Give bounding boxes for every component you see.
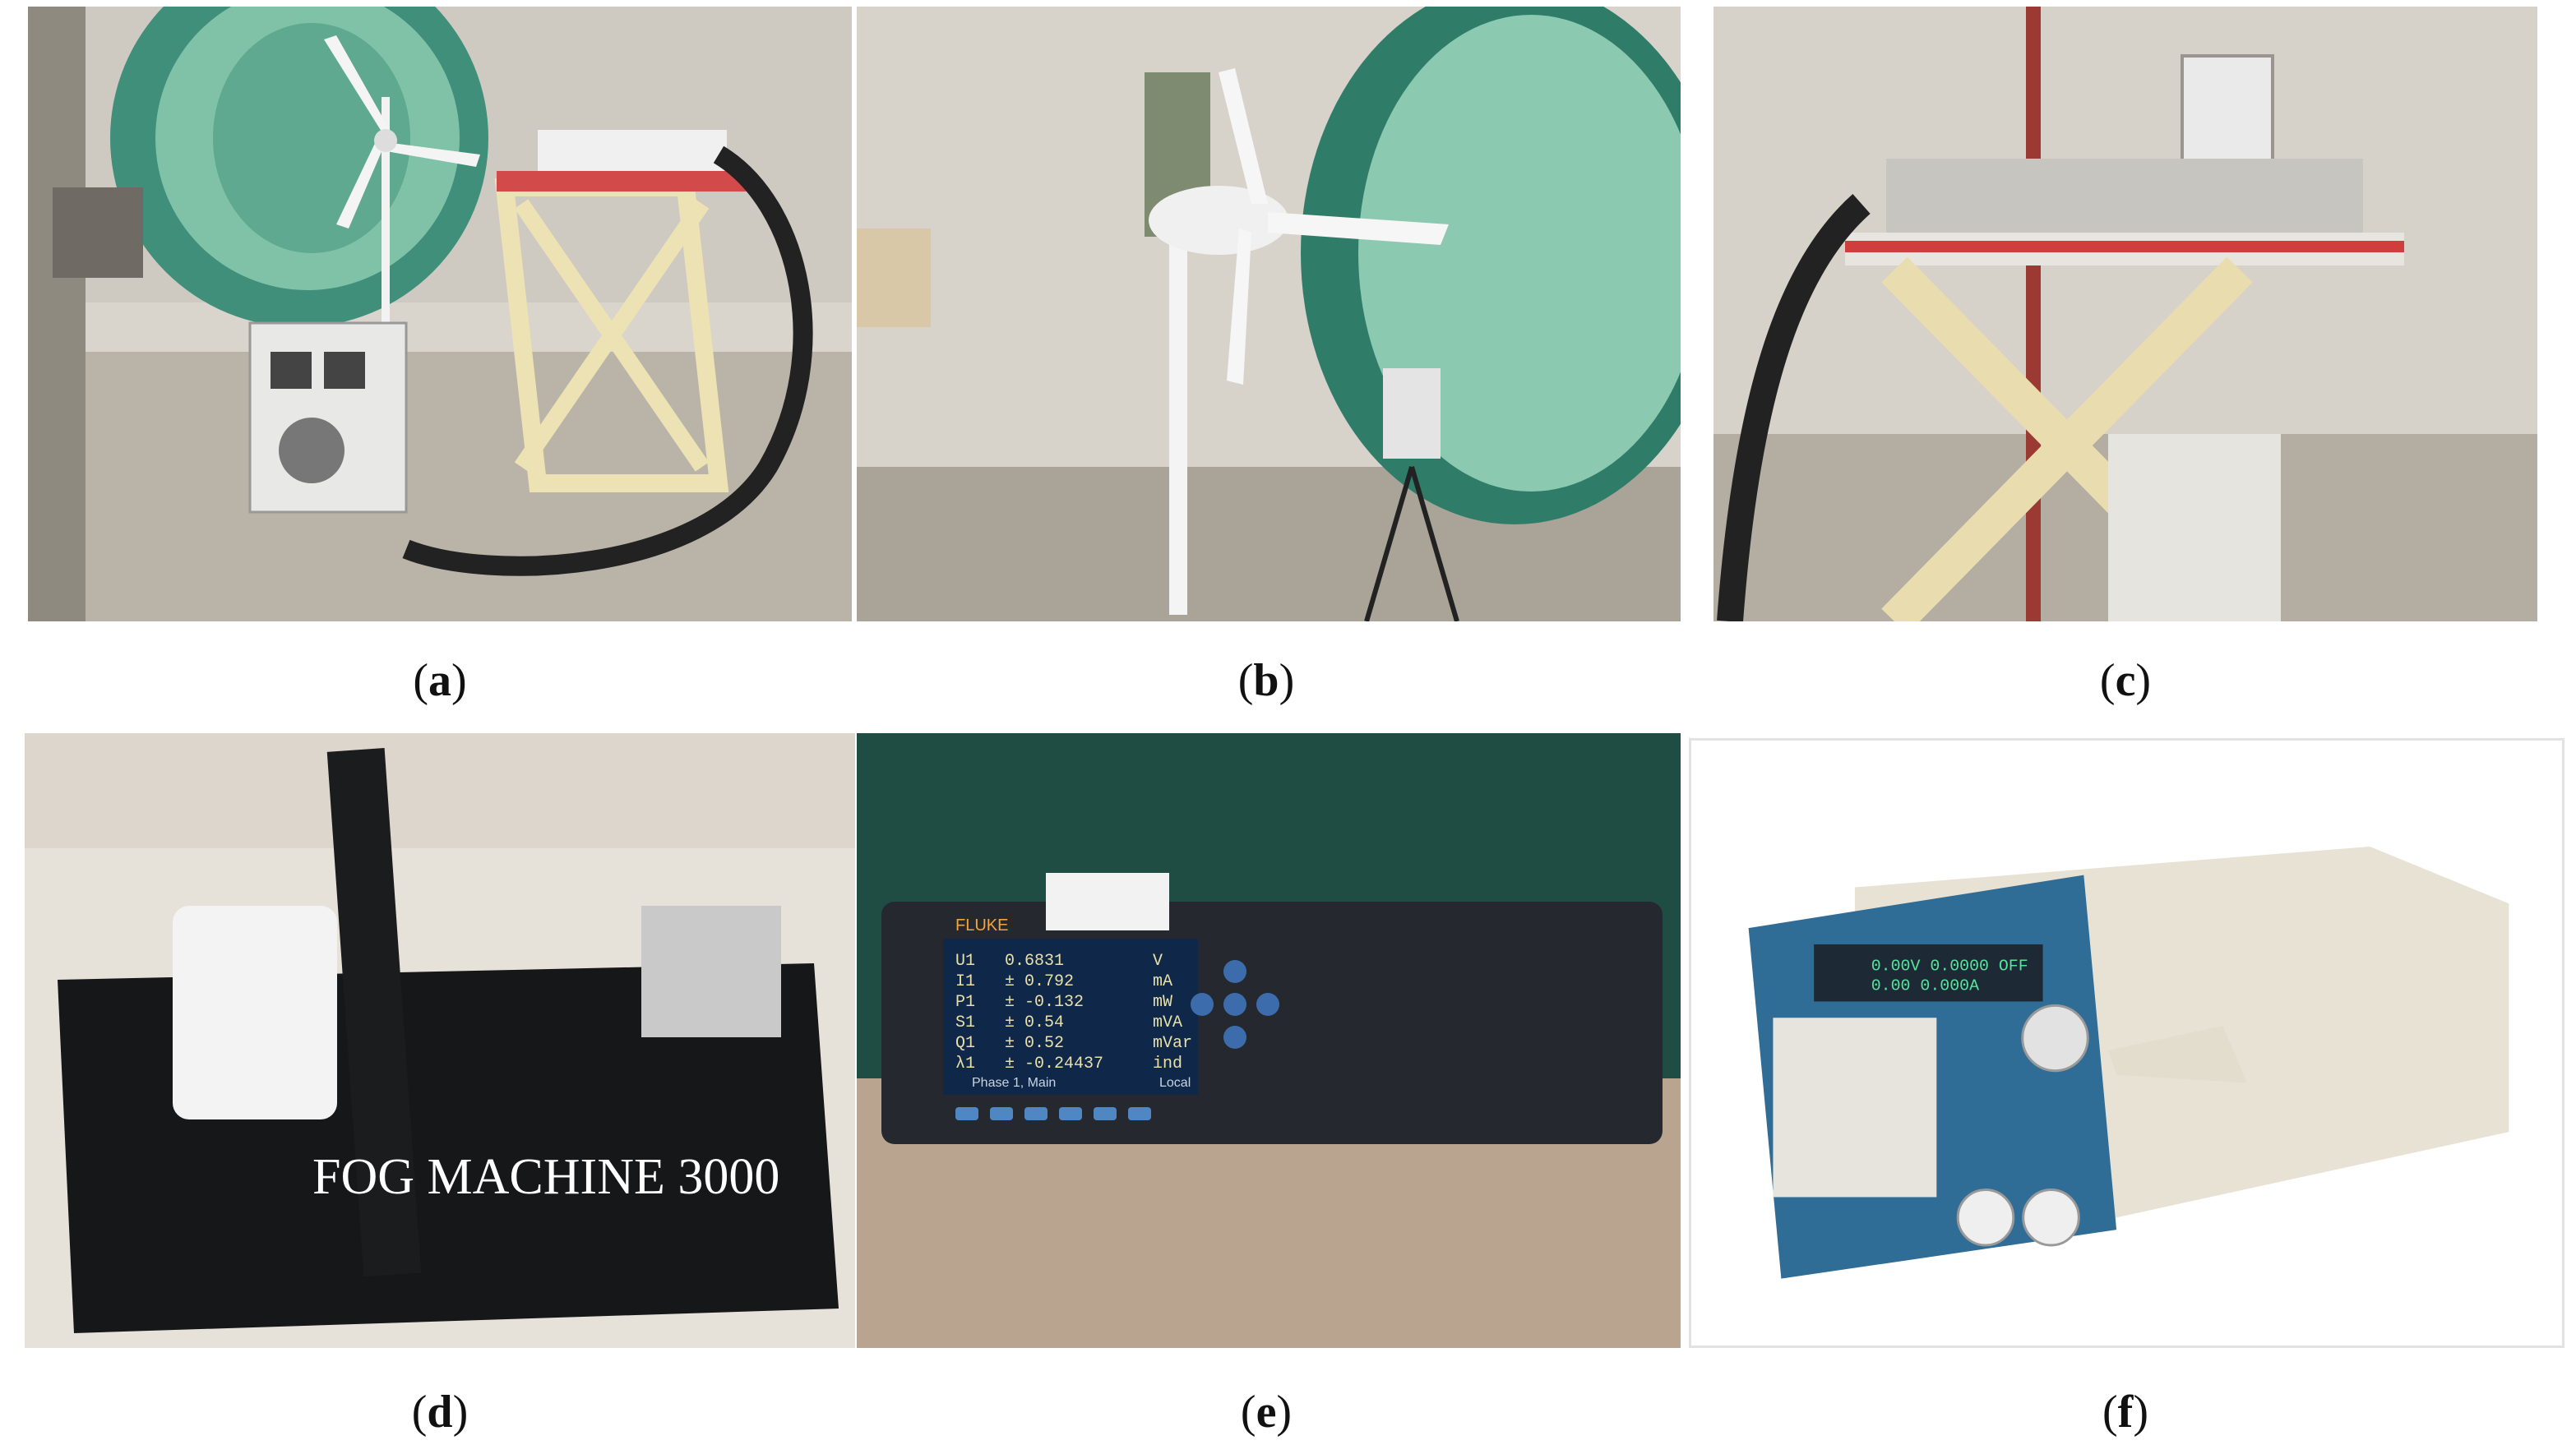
caption-a: (a) [413, 655, 467, 706]
reading-unit: mA [1153, 972, 1172, 991]
caption-d: (d) [411, 1387, 469, 1438]
reading-unit: V [1153, 952, 1163, 971]
photo-e-power-analyzer: FLUKE U1 0.6831 V I1 ± 0.792 mA P1 ± -0.… [857, 733, 1681, 1348]
reading-val: 0.6831 [1005, 952, 1064, 971]
photo-c-laser-on-scissor-lift [1713, 7, 2537, 621]
reading-sym: U1 [955, 952, 975, 971]
caption-c: (c) [2099, 655, 2152, 706]
analyzer-footer: Phase 1, Main [972, 1076, 1056, 1090]
caption-b: (b) [1237, 655, 1295, 706]
photo-a-wind-tunnel-overview [28, 7, 852, 621]
reading-unit: mVar [1153, 1034, 1192, 1053]
analyzer-footer-right: Local [1159, 1076, 1191, 1090]
reading-unit: ind [1153, 1055, 1182, 1073]
photo-f-electronic-load: 0.00V 0.0000 OFF 0.00 0.000A [1689, 738, 2564, 1348]
photo-b-turbine-and-camera [857, 7, 1681, 621]
reading-val: ± 0.792 [1005, 972, 1074, 991]
reading-val: ± 0.54 [1005, 1013, 1064, 1032]
load-display-line2: 0.00 0.000A [1871, 976, 1979, 995]
fog-machine-label: FOG MACHINE 3000 [312, 1149, 779, 1205]
reading-sym: λ1 [955, 1055, 975, 1073]
reading-unit: mVA [1153, 1013, 1182, 1032]
reading-unit: mW [1153, 993, 1172, 1012]
photo-d-fog-machine: FOG MACHINE 3000 [25, 733, 855, 1348]
load-display-line1: 0.00V 0.0000 OFF [1871, 957, 2028, 976]
reading-sym: P1 [955, 993, 975, 1012]
reading-sym: I1 [955, 972, 975, 991]
caption-f: (f) [2102, 1387, 2148, 1438]
reading-val: ± 0.52 [1005, 1034, 1064, 1053]
reading-sym: S1 [955, 1013, 975, 1032]
reading-val: ± -0.132 [1005, 993, 1084, 1012]
reading-val: ± -0.24437 [1005, 1055, 1103, 1073]
analyzer-brand: FLUKE [955, 916, 1008, 935]
reading-sym: Q1 [955, 1034, 975, 1053]
caption-e: (e) [1240, 1387, 1293, 1438]
